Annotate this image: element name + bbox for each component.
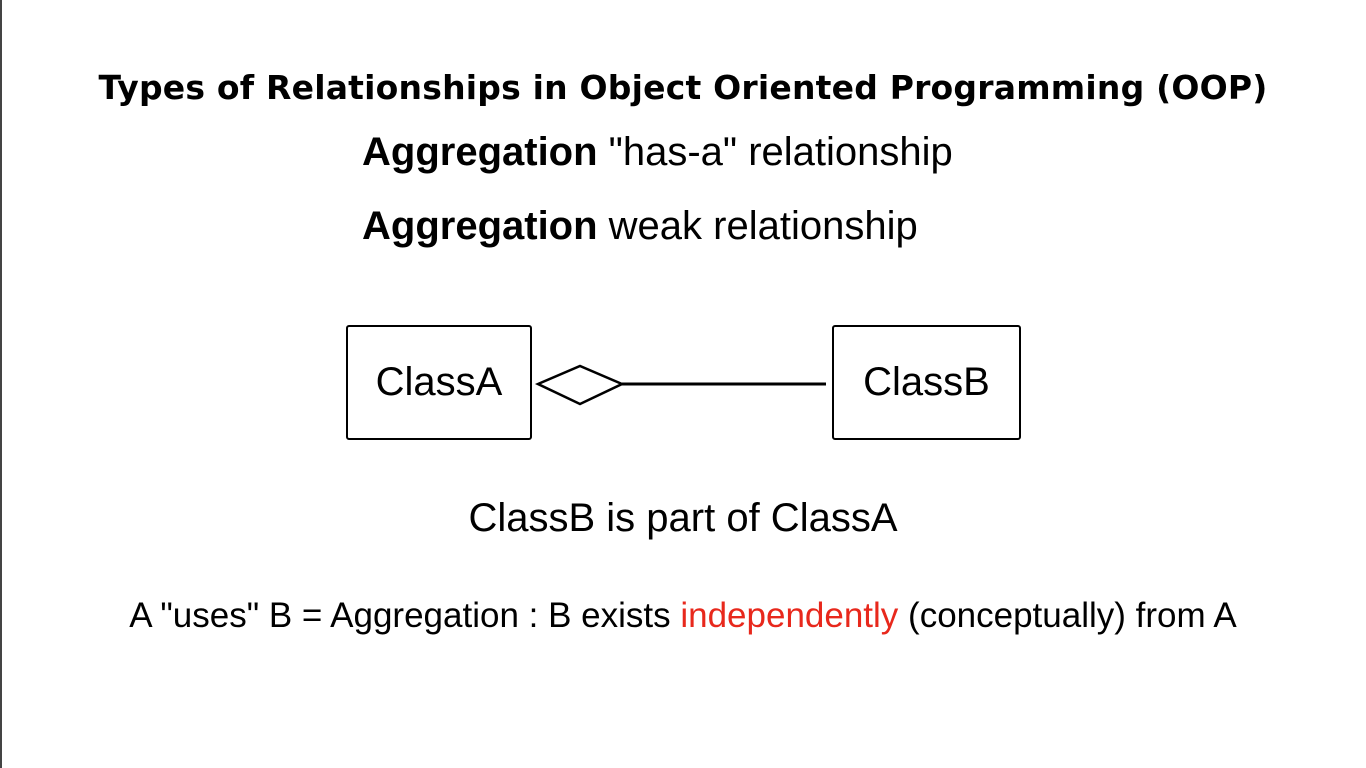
- slide-title: Types of Relationships in Object Oriente…: [98, 68, 1268, 107]
- part-of-caption: ClassB is part of ClassA: [468, 496, 898, 540]
- class-a-box: ClassA: [346, 325, 532, 440]
- statement-start: A "uses" B = Aggregation : B exists: [129, 596, 681, 635]
- aggregation-weak-line: Aggregation weak relationship: [362, 204, 918, 249]
- independently-highlight: independently: [680, 596, 899, 635]
- class-a-label: ClassA: [375, 360, 503, 404]
- aggregation-term: Aggregation: [362, 130, 598, 174]
- aggregation-has-a-line: Aggregation "has-a" relationship: [362, 130, 953, 175]
- class-b-label: ClassB: [863, 360, 990, 404]
- aggregation-term: Aggregation: [362, 204, 598, 248]
- aggregation-diamond-icon: [534, 364, 626, 406]
- weak-relationship-text: weak relationship: [597, 204, 918, 248]
- uses-statement: A "uses" B = Aggregation : B exists inde…: [0, 596, 1366, 636]
- has-a-text: "has-a" relationship: [597, 130, 953, 174]
- left-border: [0, 0, 2, 768]
- class-b-box: ClassB: [832, 325, 1021, 440]
- statement-end: (conceptually) from A: [898, 596, 1237, 635]
